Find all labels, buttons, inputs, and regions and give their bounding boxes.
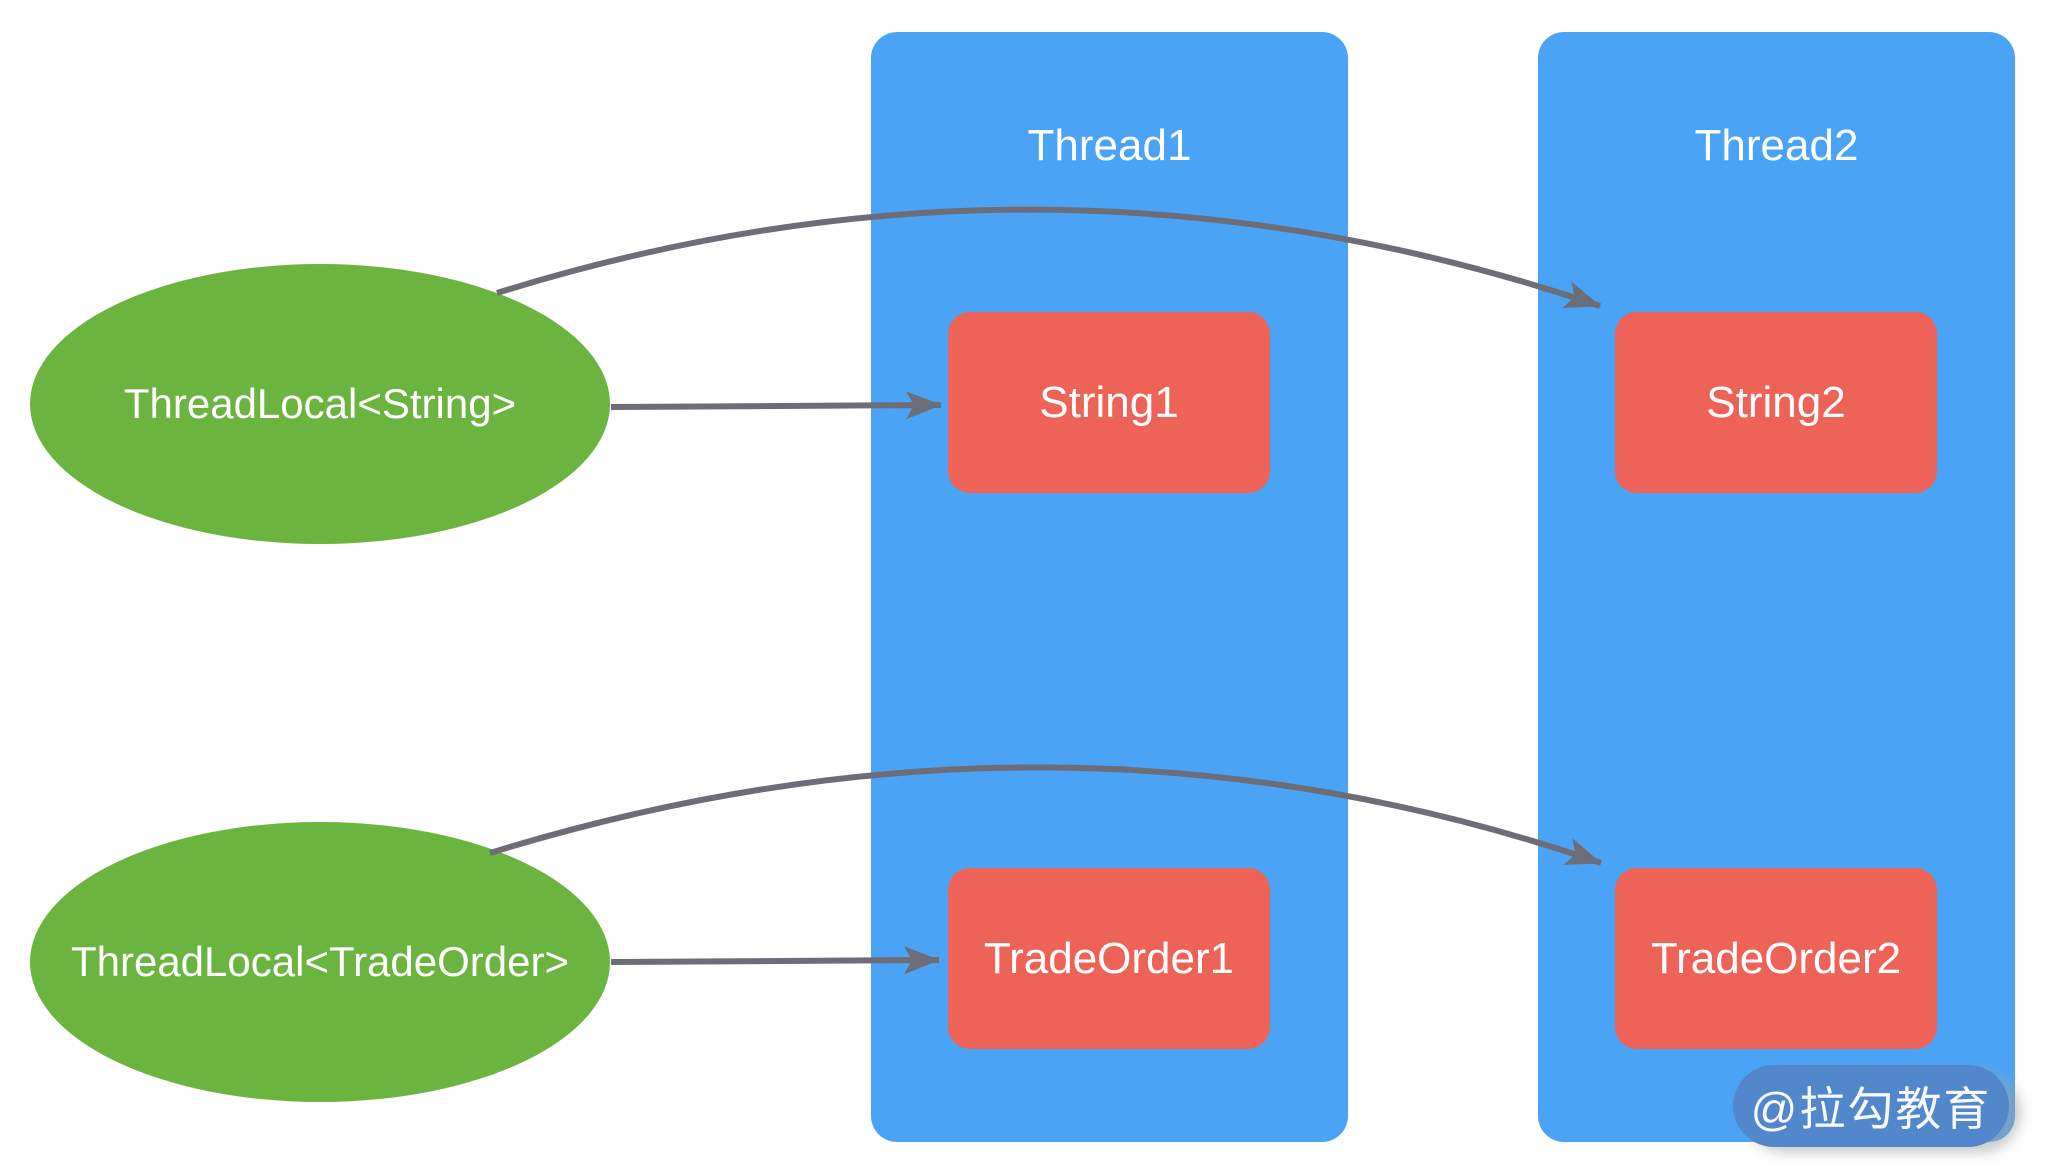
node-threadlocal-tradeorder: ThreadLocal<TradeOrder> [30,822,610,1102]
node-tradeorder2: TradeOrder2 [1615,868,1937,1049]
thread2-container: Thread2 String2 TradeOrder2 [1538,32,2015,1142]
watermark-badge: @拉勾教育 [1733,1065,2009,1147]
node-string2: String2 [1615,312,1937,493]
node-threadlocal-string: ThreadLocal<String> [30,264,610,544]
thread2-title: Thread2 [1694,121,1859,170]
node-string1: String1 [948,312,1270,493]
thread1-title: Thread1 [1027,121,1192,170]
node-tradeorder1: TradeOrder1 [948,868,1270,1049]
thread1-container: Thread1 String1 TradeOrder1 [871,32,1348,1142]
